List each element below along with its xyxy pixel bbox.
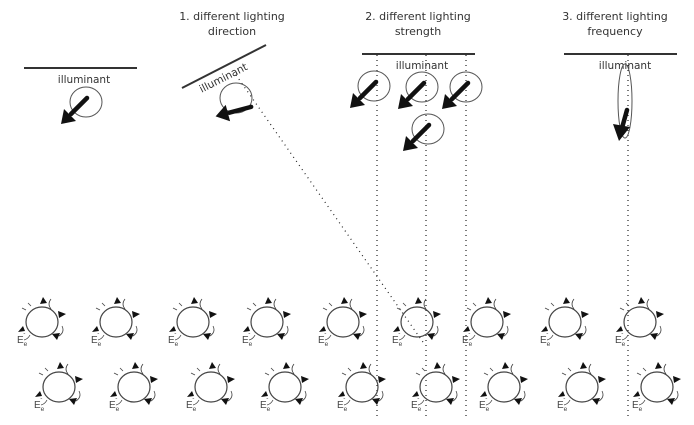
cell: Ee- — [186, 361, 236, 413]
cell: Ee- — [462, 296, 512, 348]
cell-label: Ee- — [632, 395, 643, 413]
cell: Ee- — [17, 296, 67, 348]
panel-strength: 2. different lighting strength illuminan… — [350, 10, 483, 420]
light-arrow-icon — [61, 98, 87, 124]
cell: Ee- — [318, 296, 368, 348]
light-polarization-ring — [449, 71, 483, 103]
cell-grid: Ee- Ee- Ee- Ee- Ee- Ee- Ee- Ee- Ee- Ee- Ee- Ee- Ee- E… — [17, 296, 682, 413]
illuminant-bar-tilted — [181, 44, 267, 89]
cell: Ee- — [615, 296, 665, 348]
cell: Ee- — [479, 361, 529, 413]
cell-label: Ee- — [392, 330, 403, 348]
cell-label: Ee- — [540, 330, 551, 348]
light-polarization-ring-elongated — [617, 63, 633, 139]
cell-label: Ee- — [260, 395, 271, 413]
cell: Ee- — [557, 361, 607, 413]
cell-label: Ee- — [186, 395, 197, 413]
cell-label: Ee- — [615, 330, 626, 348]
cell-label: Ee- — [462, 330, 473, 348]
panel-direction: 1. different lighting direction illumina… — [179, 10, 426, 346]
panel-title-strength-line2: strength — [395, 25, 441, 38]
cell-label: Ee- — [318, 330, 329, 348]
panel-title-strength-line1: 2. different lighting — [365, 10, 471, 23]
light-arrow-icon — [613, 107, 630, 141]
light-polarization-ring — [69, 86, 103, 118]
cell-label: Ee- — [557, 395, 568, 413]
cell: Ee- — [337, 361, 387, 413]
panel-title-direction-line2: direction — [208, 25, 256, 38]
cell-label: Ee- — [91, 330, 102, 348]
cell: Ee- — [34, 361, 84, 413]
cell-label: Ee- — [34, 395, 45, 413]
panel-title-direction-line1: 1. different lighting — [179, 10, 285, 23]
illuminant-label: illuminant — [58, 74, 110, 86]
light-arrow-icon — [216, 94, 252, 130]
cell: Ee- — [260, 361, 310, 413]
panel-title-frequency-line2: frequency — [587, 25, 643, 38]
cell-label: Ee- — [242, 330, 253, 348]
cell-label: Ee- — [479, 395, 490, 413]
light-arrow-icon — [350, 82, 376, 108]
light-arrow-icon — [398, 83, 424, 109]
light-arrow-icon — [403, 125, 429, 151]
cell-label: Ee- — [17, 330, 28, 348]
cell: Ee- — [411, 361, 461, 413]
cell: Ee- — [392, 296, 442, 348]
cell-label: Ee- — [168, 330, 179, 348]
cell-label: Ee- — [411, 395, 422, 413]
cell-label: Ee- — [337, 395, 348, 413]
cell: Ee- — [540, 296, 590, 348]
panel-frequency: 3. different lighting frequency illumina… — [562, 10, 677, 420]
cell: Ee- — [632, 361, 682, 413]
reference-illuminant: illuminant — [24, 67, 137, 124]
light-polarization-ring — [411, 113, 445, 145]
light-polarization-ring — [405, 71, 439, 103]
illuminant-label: illuminant — [396, 60, 448, 72]
cell: Ee- — [168, 296, 218, 348]
panel-title-frequency-line1: 3. different lighting — [562, 10, 668, 23]
cell: Ee- — [242, 296, 292, 348]
illuminant-label: illuminant — [599, 60, 651, 72]
light-arrow-icon — [442, 83, 468, 109]
cell: Ee- — [109, 361, 159, 413]
cell-label: Ee- — [109, 395, 120, 413]
cell: Ee- — [91, 296, 141, 348]
light-polarization-ring — [357, 70, 391, 102]
